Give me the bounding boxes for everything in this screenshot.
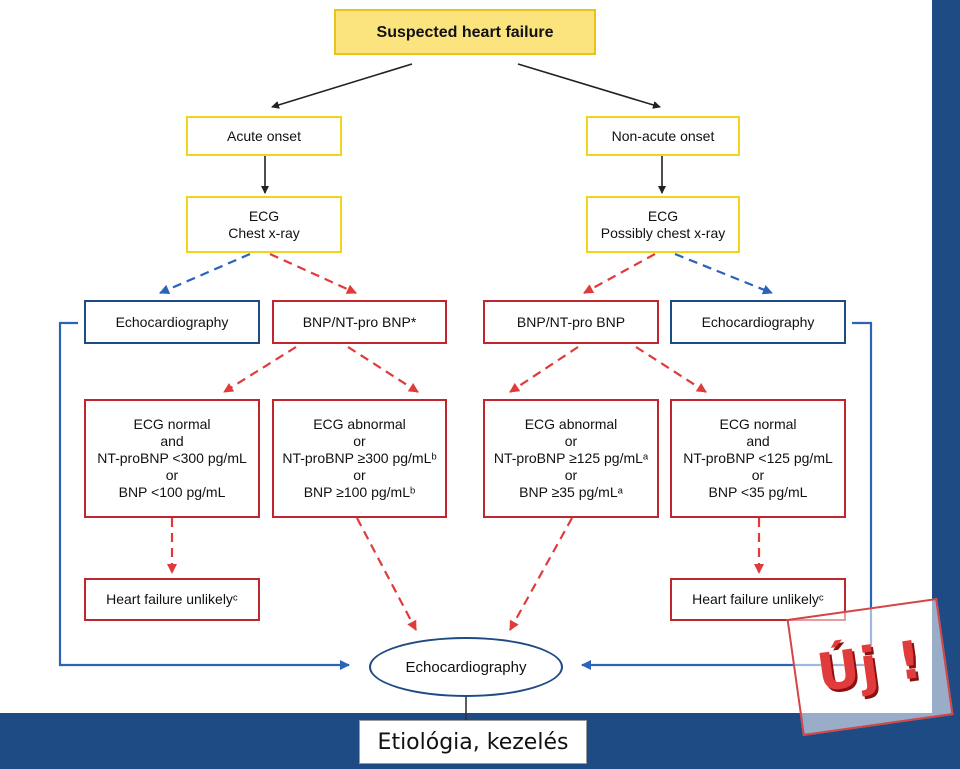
acute-normal-line-2: and [160,433,184,449]
acute-ecg-line-1: ECG [248,207,280,224]
nonacute-normal-line-2: and [746,433,770,449]
acute-ecg-line-2: Chest x-ray [228,224,300,241]
acute-abnormal-line-3: NT-proBNP ≥300 pg/mLᵇ [282,450,437,466]
acute-heart-failure-unlikely-box: Heart failure unlikelyᶜ [84,578,260,621]
nonacute-onset-box: Non-acute onset [586,116,740,156]
final-echocardiography-oval: Echocardiography [369,637,563,697]
arrow-acute-ecg-to-bnp [269,252,357,295]
nonacute-normal-criteria-box: ECG normal and NT-proBNP <125 pg/mL or B… [670,399,846,518]
nonacute-echo-text: Echocardiography [701,313,815,330]
arrow-nonacute-ecg-to-echo [674,252,773,295]
acute-abnormal-line-4: or [353,467,366,483]
acute-echo-text: Echocardiography [115,313,229,330]
stamp-text: Új ! [813,629,927,705]
arrow-acute-ecg-to-echo [159,252,251,295]
acute-normal-line-3: NT-proBNP <300 pg/mL [97,450,247,466]
nonacute-abnormal-line-4: or [564,467,578,483]
acute-normal-line-4: or [165,467,179,483]
acute-unlikely-text: Heart failure unlikelyᶜ [106,591,238,607]
new-stamp: Új ! [786,597,954,737]
nonacute-abnormal-line-2: or [564,433,578,449]
nonacute-ecg-line-1: ECG [647,207,679,224]
loop-left-echo-to-final [58,321,350,670]
arrow-nonacute-ecg-to-bnp [583,253,656,294]
arrow-nonacute-bnp-to-abnormal [509,346,579,393]
acute-bnp-text: BNP/NT-pro BNP* [302,313,417,330]
nonacute-normal-line-4: or [751,467,765,483]
arrow-acute-abnormal-to-final [356,517,417,631]
acute-bnp-box: BNP/NT-pro BNP* [272,300,447,344]
acute-abnormal-line-5: BNP ≥100 pg/mLᵇ [303,484,416,500]
acute-ecg-box: ECG Chest x-ray [186,196,342,253]
nonacute-abnormal-line-3: NT-proBNP ≥125 pg/mLᵃ [493,450,649,466]
nonacute-abnormal-line-5: BNP ≥35 pg/mLᵃ [519,484,623,500]
acute-onset-box: Acute onset [186,116,342,156]
acute-abnormal-line-2: or [353,433,366,449]
acute-abnormal-line-1: ECG abnormal [313,416,406,432]
footer-text: Etiológia, kezelés [377,729,569,755]
arrow-title-to-acute [271,63,413,109]
nonacute-ecg-box: ECG Possibly chest x-ray [586,196,740,253]
title-text: Suspected heart failure [376,23,554,41]
etiology-treatment-label: Etiológia, kezelés [359,720,587,764]
nonacute-echo-box: Echocardiography [670,300,846,344]
arrow-acute-bnp-to-normal [223,346,297,393]
acute-normal-line-5: BNP <100 pg/mL [118,484,226,500]
nonacute-bnp-text: BNP/NT-pro BNP [516,313,626,330]
nonacute-unlikely-text: Heart failure unlikelyᶜ [692,591,824,607]
acute-normal-line-1: ECG normal [133,416,211,432]
nonacute-onset-text: Non-acute onset [611,127,715,144]
acute-abnormal-criteria-box: ECG abnormal or NT-proBNP ≥300 pg/mLᵇ or… [272,399,447,518]
nonacute-normal-line-3: NT-proBNP <125 pg/mL [683,450,833,466]
final-echo-text: Echocardiography [405,658,527,676]
nonacute-normal-line-1: ECG normal [719,416,797,432]
nonacute-abnormal-line-1: ECG abnormal [524,416,618,432]
arrow-acute-bnp-to-abnormal [347,346,419,393]
arrow-nonacute-abnormal-to-final [509,517,573,631]
nonacute-abnormal-criteria-box: ECG abnormal or NT-proBNP ≥125 pg/mLᵃ or… [483,399,659,518]
arrow-title-to-nonacute [517,63,661,109]
suspected-heart-failure-box: Suspected heart failure [334,9,596,55]
nonacute-bnp-box: BNP/NT-pro BNP [483,300,659,344]
nonacute-ecg-line-2: Possibly chest x-ray [600,224,726,241]
acute-normal-criteria-box: ECG normal and NT-proBNP <300 pg/mL or B… [84,399,260,518]
acute-onset-text: Acute onset [227,127,301,144]
loop-right-echo-to-final [581,321,873,670]
arrow-nonacute-bnp-to-normal [635,346,707,393]
nonacute-normal-line-5: BNP <35 pg/mL [708,484,808,500]
acute-echo-box: Echocardiography [84,300,260,344]
